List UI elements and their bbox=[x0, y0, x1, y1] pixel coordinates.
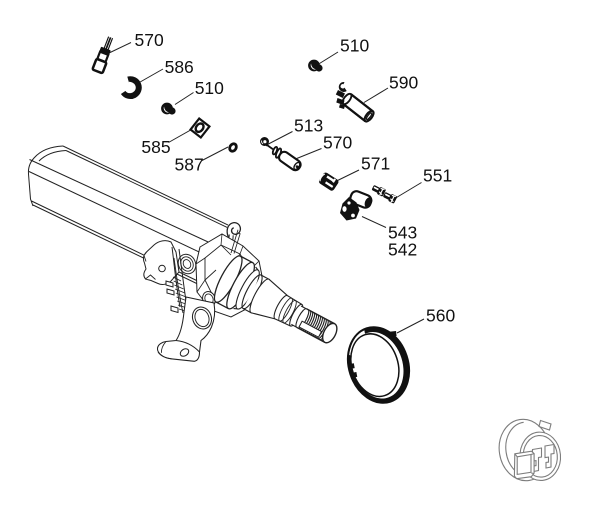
svg-text:551: 551 bbox=[423, 165, 452, 185]
svg-text:586: 586 bbox=[165, 57, 194, 77]
svg-text:513: 513 bbox=[294, 115, 323, 135]
svg-text:542: 542 bbox=[388, 239, 417, 259]
svg-text:585: 585 bbox=[141, 137, 170, 157]
svg-text:560: 560 bbox=[426, 305, 455, 325]
svg-text:543: 543 bbox=[388, 222, 417, 242]
svg-text:570: 570 bbox=[135, 30, 164, 50]
svg-text:570: 570 bbox=[323, 132, 352, 152]
svg-text:571: 571 bbox=[361, 153, 390, 173]
svg-text:510: 510 bbox=[195, 78, 224, 98]
svg-text:590: 590 bbox=[389, 72, 418, 92]
svg-text:587: 587 bbox=[175, 155, 204, 175]
svg-text:510: 510 bbox=[340, 35, 369, 55]
